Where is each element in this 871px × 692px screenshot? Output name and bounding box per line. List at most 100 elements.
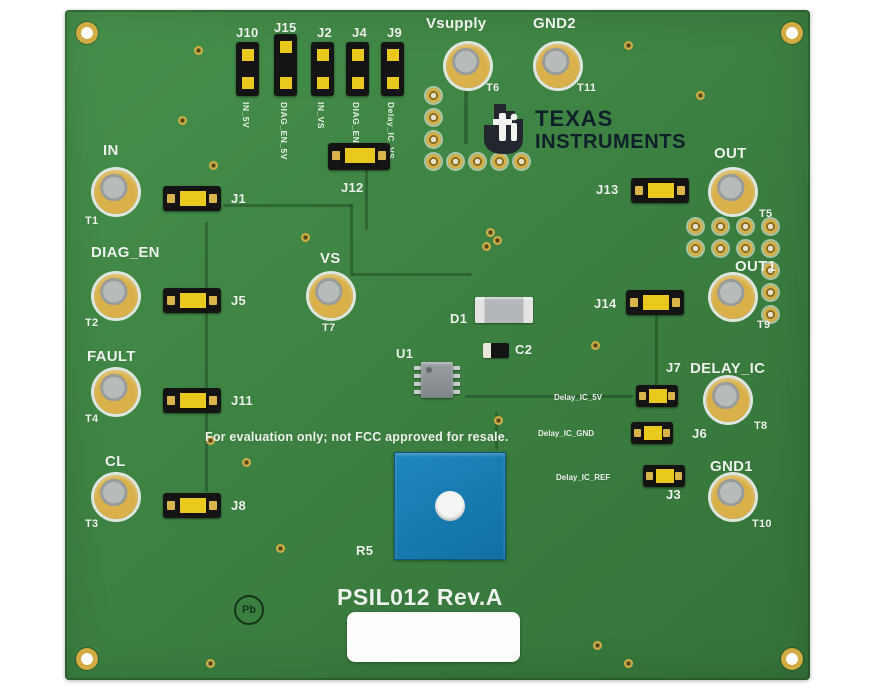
trace [205, 222, 208, 492]
jumper-J6 [631, 422, 673, 444]
testpoint-T5 [711, 170, 755, 214]
testpoint-T7 [309, 274, 353, 318]
jumper-J9 [381, 42, 404, 96]
tp-name-delay-ic: DELAY_IC [690, 360, 766, 377]
testpoint-T8 [706, 378, 750, 422]
pad-ring [713, 241, 728, 256]
tp-ref-t7: T7 [322, 322, 336, 334]
via [178, 116, 187, 125]
jumper-J8 [163, 493, 221, 518]
tp-name-out1: OUT1 [735, 258, 777, 275]
pb-free-mark: Pb [234, 595, 264, 625]
tp-name-gnd1: GND1 [710, 458, 753, 475]
trace [352, 273, 472, 276]
tp-ref-t10: T10 [752, 518, 772, 530]
brand-line2: INSTRUMENTS [535, 131, 687, 153]
blank-label [347, 612, 520, 662]
pad-ring [763, 285, 778, 300]
pad-ring [448, 154, 463, 169]
ti-logo-icon [480, 103, 528, 160]
jumper-ref-j13: J13 [596, 182, 619, 197]
pad-ring [688, 241, 703, 256]
jumper-J15 [274, 34, 297, 96]
tp-name-vs: VS [320, 250, 341, 267]
signal-label-delay-ic-5v: Delay_IC_5V [554, 393, 603, 402]
tp-name-vsupply: Vsupply [426, 15, 487, 32]
jumper-J11 [163, 388, 221, 413]
testpoint-T9 [711, 275, 755, 319]
via [206, 659, 215, 668]
signal-label-delay-ic-gnd: Delay_IC_GND [538, 429, 595, 438]
tp-ref-t1: T1 [85, 215, 99, 227]
tp-name-out: OUT [714, 145, 747, 162]
via [301, 233, 310, 242]
mounting-hole [76, 648, 98, 670]
via [486, 228, 495, 237]
tp-name-in: IN [103, 142, 119, 159]
jumper-J4 [346, 42, 369, 96]
jumper-ref-j14: J14 [594, 296, 617, 311]
jumper-ref-j3: J3 [666, 487, 682, 502]
jumper-ref-j4: J4 [352, 25, 368, 40]
tp-ref-t2: T2 [85, 317, 99, 329]
jumper-ref-j12: J12 [341, 180, 364, 195]
tp-ref-t5: T5 [759, 208, 773, 220]
via [591, 341, 600, 350]
via [624, 659, 633, 668]
signal-label-in-5v: IN_5V [241, 102, 251, 129]
signal-label-in-vs: IN_VS [316, 102, 326, 130]
jumper-ref-j15: J15 [274, 20, 297, 35]
component-R5-potentiometer [394, 452, 506, 560]
pad-ring [426, 110, 441, 125]
jumper-ref-j10: J10 [236, 25, 259, 40]
tp-name-fault: FAULT [87, 348, 136, 365]
jumper-J12 [328, 143, 390, 170]
mounting-hole [781, 648, 803, 670]
signal-label-diag-en-vs: DIAG_EN_VS [351, 102, 361, 161]
via [696, 91, 705, 100]
trace [465, 395, 633, 398]
trace [365, 170, 368, 230]
component-ref-d1: D1 [450, 311, 468, 326]
pad-ring [470, 154, 485, 169]
trace [464, 86, 468, 144]
testpoint-T4 [94, 370, 138, 414]
jumper-J10 [236, 42, 259, 96]
jumper-J13 [631, 178, 689, 203]
pad-ring [492, 154, 507, 169]
pad-ring [713, 219, 728, 234]
trace [495, 412, 498, 450]
tp-ref-t8: T8 [754, 420, 768, 432]
via [593, 641, 602, 650]
via [242, 458, 251, 467]
jumper-ref-j5: J5 [231, 293, 247, 308]
pad-ring [763, 241, 778, 256]
via [209, 161, 218, 170]
mounting-hole [781, 22, 803, 44]
board-title: PSIL012 Rev.A [337, 584, 503, 610]
tp-ref-t11: T11 [577, 82, 597, 94]
tp-ref-t6: T6 [486, 82, 500, 94]
pad-ring [426, 154, 441, 169]
testpoint-T11 [536, 44, 580, 88]
via [494, 416, 503, 425]
testpoint-T3 [94, 475, 138, 519]
via [276, 544, 285, 553]
jumper-ref-j1: J1 [231, 191, 247, 206]
pad-ring [763, 307, 778, 322]
pad-ring [763, 219, 778, 234]
jumper-J14 [626, 290, 684, 315]
jumper-ref-j9: J9 [387, 25, 403, 40]
tp-ref-t3: T3 [85, 518, 99, 530]
jumper-J3 [643, 465, 685, 487]
testpoint-T6 [446, 44, 490, 88]
via [624, 41, 633, 50]
jumper-J5 [163, 288, 221, 313]
jumper-ref-j6: J6 [692, 426, 708, 441]
testpoint-T10 [711, 475, 755, 519]
jumper-J1 [163, 186, 221, 211]
component-C2 [483, 343, 509, 358]
testpoint-T2 [94, 274, 138, 318]
tp-ref-t9: T9 [757, 319, 771, 331]
pad-ring [426, 132, 441, 147]
